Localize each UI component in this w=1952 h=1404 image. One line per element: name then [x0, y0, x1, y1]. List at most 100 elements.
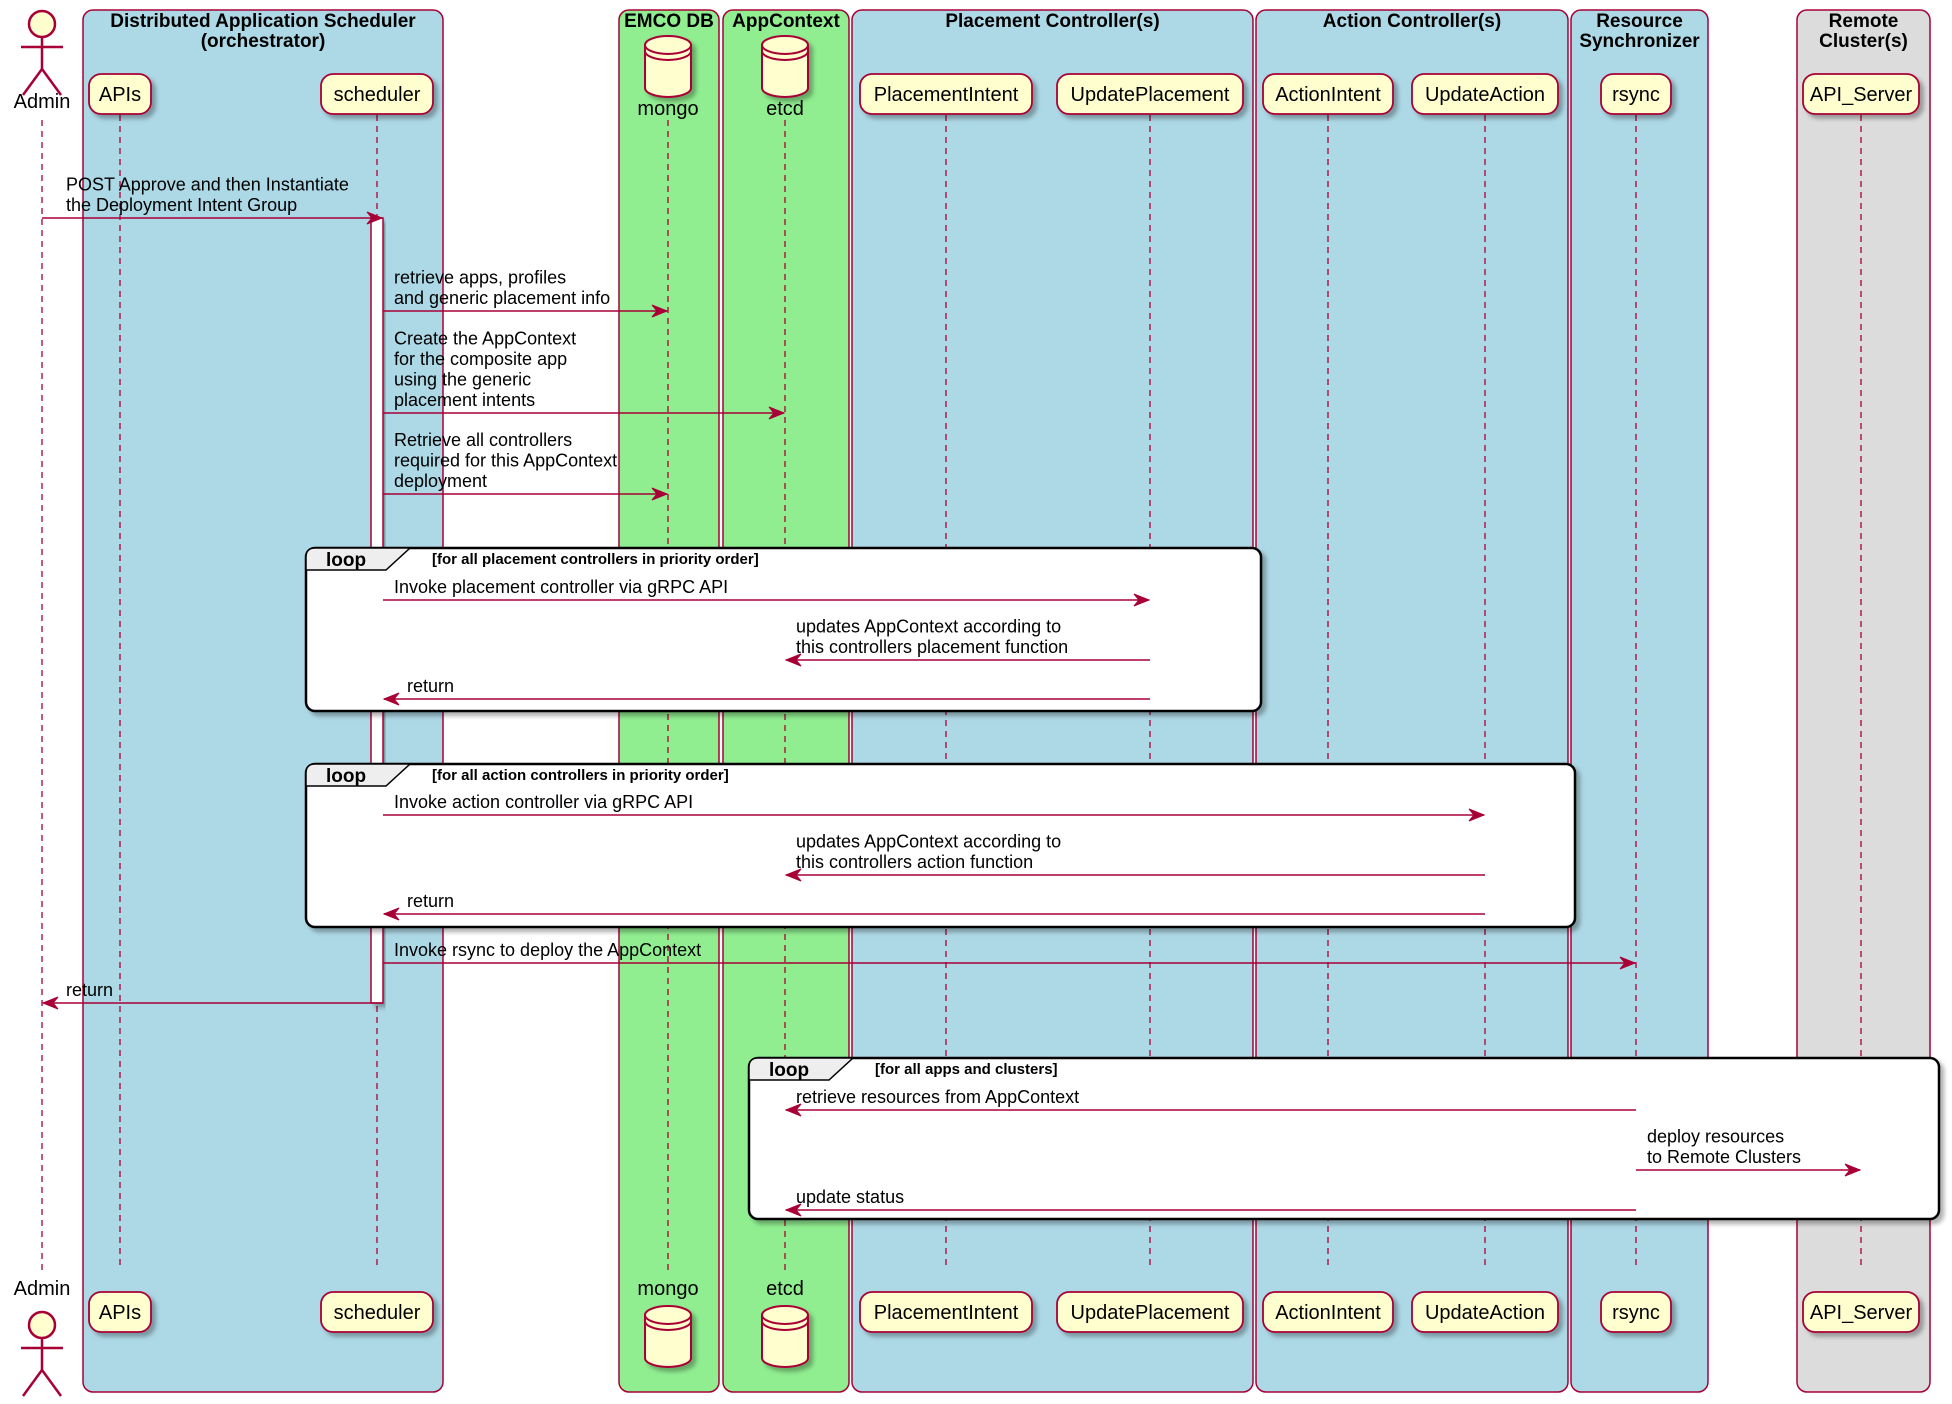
- message-label: Create the AppContext: [394, 329, 576, 349]
- message-label: this controllers placement function: [796, 637, 1068, 657]
- participant-label: PlacementIntent: [874, 1302, 1019, 1324]
- loop-keyword: loop: [326, 550, 366, 571]
- arrowhead: [382, 907, 400, 921]
- actor-head-icon: [27, 9, 57, 39]
- participant-updateplacement-top: UpdatePlacement: [1056, 73, 1244, 115]
- loop-condition: [for all apps and clusters]: [875, 1061, 1058, 1078]
- database-mongo-bottom: mongo: [637, 1278, 699, 1368]
- arrowhead: [651, 487, 669, 501]
- participant-actionintent-top: ActionIntent: [1262, 73, 1394, 115]
- actor-label: Admin: [14, 91, 71, 113]
- arrowhead: [1619, 956, 1637, 970]
- box-title-pc: Placement Controller(s): [945, 11, 1159, 32]
- participant-updateplacement-bottom: UpdatePlacement: [1056, 1291, 1244, 1333]
- box-rs: [1570, 9, 1709, 1393]
- database-icon: [761, 1305, 809, 1368]
- participant-label: UpdatePlacement: [1071, 84, 1230, 106]
- message-label: Invoke rsync to deploy the AppContext: [394, 940, 701, 960]
- participant-label: API_Server: [1810, 1302, 1913, 1324]
- message-label: deployment: [394, 471, 487, 491]
- message-label: retrieve resources from AppContext: [796, 1087, 1079, 1107]
- database-label: mongo: [637, 1278, 698, 1300]
- arrowhead: [1133, 593, 1151, 607]
- participant-placementintent-top: PlacementIntent: [859, 73, 1033, 115]
- message-label: Invoke action controller via gRPC API: [394, 792, 693, 812]
- database-icon: [644, 35, 692, 98]
- message-10: return: [382, 891, 1485, 921]
- message-label: return: [407, 676, 454, 696]
- loop-fragment: loop [for all apps and clusters]: [747, 1056, 1941, 1221]
- actor-label: Admin: [14, 1278, 71, 1300]
- message-label: update status: [796, 1187, 904, 1207]
- participant-label: APIs: [99, 1302, 141, 1324]
- database-icon: [644, 1305, 692, 1368]
- participant-rsync-top: rsync: [1600, 73, 1672, 115]
- loop-fragment: loop[for all action controllers in prior…: [304, 762, 1577, 929]
- box-title-ac: Action Controller(s): [1323, 11, 1501, 32]
- participant-label: UpdateAction: [1425, 1302, 1545, 1324]
- database-etcd-top: etcd: [761, 35, 809, 120]
- participant-label: API_Server: [1810, 84, 1913, 106]
- message-label: using the generic: [394, 370, 531, 390]
- participant-apis-bottom: APIs: [88, 1291, 152, 1333]
- message-5: Invoke placement controller via gRPC API: [383, 577, 1151, 607]
- participant-label: scheduler: [334, 1302, 421, 1324]
- arrowhead: [651, 304, 669, 318]
- box-title-rc: Cluster(s): [1819, 31, 1908, 52]
- loop-tab: [305, 547, 412, 571]
- participant-rsync-bottom: rsync: [1600, 1291, 1672, 1333]
- participant-label: PlacementIntent: [874, 84, 1019, 106]
- message-label: deploy resources: [1647, 1127, 1784, 1147]
- actor-head-icon: [27, 1310, 57, 1340]
- arrowhead: [768, 406, 786, 420]
- message-11: Invoke rsync to deploy the AppContext: [383, 940, 1637, 970]
- participant-api-server-bottom: API_Server: [1802, 1291, 1920, 1333]
- participant-api-server-top: API_Server: [1802, 73, 1920, 115]
- participant-placementintent-bottom: PlacementIntent: [859, 1291, 1033, 1333]
- database-etcd-bottom: etcd: [761, 1278, 809, 1368]
- loop-keyword: loop: [769, 1060, 809, 1081]
- message-label: to Remote Clusters: [1647, 1147, 1801, 1167]
- message-13: retrieve resources from AppContext: [784, 1087, 1636, 1117]
- message-label: and generic placement info: [394, 288, 610, 308]
- box-title-rs: Synchronizer: [1579, 31, 1700, 52]
- participant-label: rsync: [1612, 84, 1660, 106]
- box-title-rc: Remote: [1829, 11, 1899, 32]
- participant-label: scheduler: [334, 84, 421, 106]
- database-icon: [761, 35, 809, 98]
- box-title-emco: EMCO DB: [624, 11, 714, 32]
- message-label: return: [66, 980, 113, 1000]
- arrowhead: [784, 868, 802, 882]
- database-label: etcd: [766, 1278, 804, 1300]
- participant-label: UpdatePlacement: [1071, 1302, 1230, 1324]
- box-title-appctx: AppContext: [732, 11, 840, 32]
- message-label: this controllers action function: [796, 852, 1033, 872]
- message-12: return: [41, 980, 383, 1010]
- database-mongo-top: mongo: [637, 35, 699, 120]
- message-15: update status: [784, 1187, 1636, 1217]
- message-label: required for this AppContext: [394, 451, 617, 471]
- message-label: retrieve apps, profiles: [394, 268, 566, 288]
- participant-updateaction-bottom: UpdateAction: [1411, 1291, 1559, 1333]
- box-title-rs: Resource: [1596, 11, 1683, 32]
- arrowhead: [41, 996, 59, 1010]
- participant-actionintent-bottom: ActionIntent: [1262, 1291, 1394, 1333]
- arrowhead: [784, 1103, 802, 1117]
- actor-top: Admin: [14, 9, 71, 113]
- message-1: POST Approve and then Instantiate the De…: [42, 175, 384, 225]
- actor-bottom: Admin: [14, 1278, 71, 1397]
- message-label: for the composite app: [394, 349, 567, 369]
- database-label: etcd: [766, 98, 804, 120]
- participant-scheduler-top: scheduler: [320, 73, 434, 115]
- participant-label: UpdateAction: [1425, 84, 1545, 106]
- message-label: the Deployment Intent Group: [66, 195, 297, 215]
- loop-tab: [305, 763, 412, 787]
- arrowhead: [784, 1203, 802, 1217]
- message-8: Invoke action controller via gRPC API: [383, 792, 1486, 822]
- participant-scheduler-bottom: scheduler: [320, 1291, 434, 1333]
